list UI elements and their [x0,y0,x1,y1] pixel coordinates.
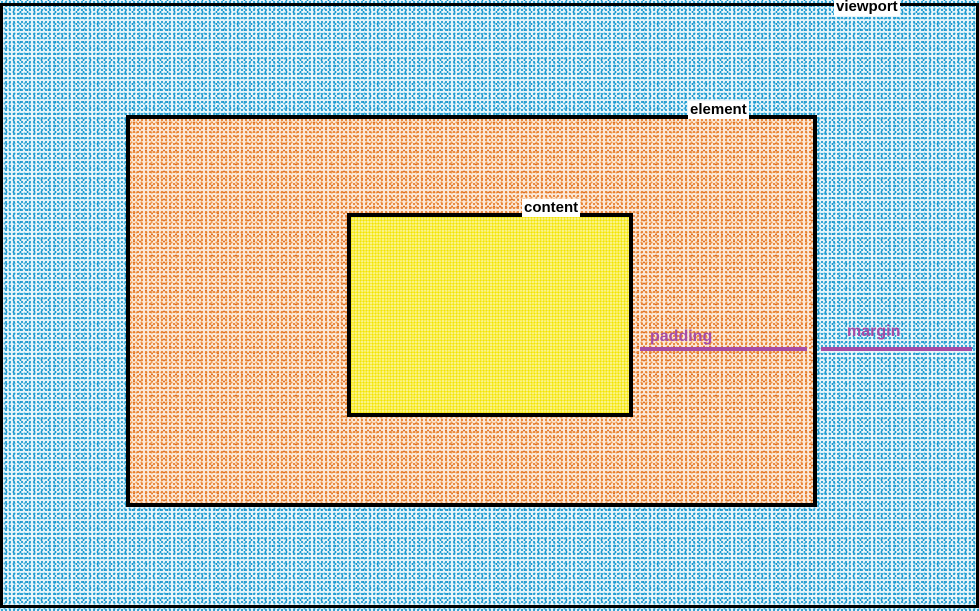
element-area [128,118,814,504]
padding-measure-line [640,347,807,351]
content-outline [347,213,633,417]
viewport-outline [0,3,979,608]
padding-label: padding [650,328,713,345]
content-label: content [522,199,581,217]
viewport-label: viewport [834,0,900,16]
element-outline [126,115,817,507]
margin-measure-line [821,347,972,351]
margin-label: margin [847,323,901,340]
content-area [350,216,630,413]
element-label: element [688,101,749,119]
